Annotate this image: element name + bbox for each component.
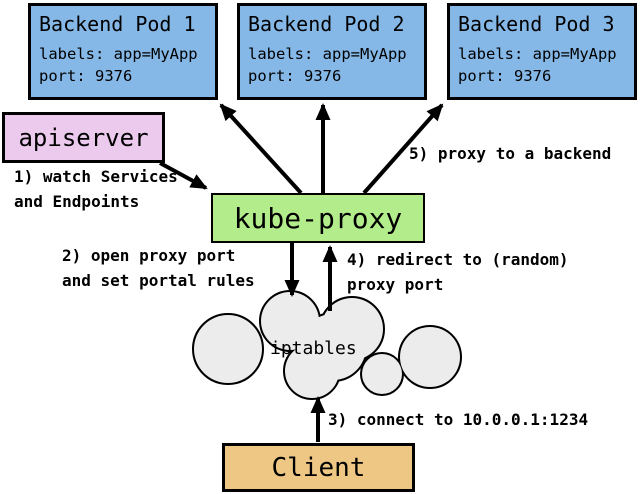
annotation-step4: 4) redirect to (random) proxy port — [347, 247, 569, 297]
iptables-label: iptables — [270, 338, 357, 359]
annotation-line: and set portal rules — [62, 271, 255, 290]
backend-pod-2: Backend Pod 2 labels: app=MyApp port: 93… — [237, 3, 427, 100]
annotation-step5: 5) proxy to a backend — [409, 141, 611, 166]
client-node: Client — [222, 443, 415, 492]
annotation-step3: 3) connect to 10.0.0.1:1234 — [328, 407, 588, 432]
backend-pod-3: Backend Pod 3 labels: app=MyApp port: 93… — [447, 3, 637, 100]
annotation-line: 1) watch Services — [14, 167, 178, 186]
annotation-line: 3) connect to 10.0.0.1:1234 — [328, 410, 589, 429]
apiserver-label: apiserver — [18, 123, 149, 152]
annotation-line: 2) open proxy port — [62, 246, 236, 265]
annotation-line: 5) proxy to a backend — [409, 144, 612, 163]
iptables-cloud-fill — [194, 292, 460, 398]
arrow-kube-proxy-to-pod1 — [219, 103, 303, 195]
pod-title: Backend Pod 1 — [39, 12, 196, 36]
pod-labels: labels: app=MyApp — [248, 45, 407, 63]
annotation-line: and Endpoints — [14, 192, 140, 211]
arrow-apiserver-to-kube-proxy — [159, 161, 208, 190]
backend-pod-1: Backend Pod 1 labels: app=MyApp port: 93… — [28, 3, 218, 100]
annotation-line: proxy port — [347, 275, 444, 294]
annotation-step1: 1) watch Services and Endpoints — [14, 164, 178, 214]
annotation-line: 4) redirect to (random) — [347, 250, 569, 269]
apiserver-node: apiserver — [2, 112, 165, 163]
annotation-step2: 2) open proxy port and set portal rules — [62, 243, 255, 293]
pod-port: port: 9376 — [248, 67, 342, 85]
pod-port: port: 9376 — [458, 67, 552, 85]
pod-labels: labels: app=MyApp — [458, 45, 617, 63]
pod-title: Backend Pod 3 — [458, 12, 615, 36]
arrow-kube-proxy-to-pod3 — [362, 103, 444, 195]
pod-title: Backend Pod 2 — [248, 12, 405, 36]
pod-port: port: 9376 — [39, 67, 133, 85]
kube-proxy-label: kube-proxy — [233, 201, 403, 235]
kube-proxy-node: kube-proxy — [211, 193, 425, 243]
client-label: Client — [271, 452, 366, 483]
pod-labels: labels: app=MyApp — [39, 45, 198, 63]
